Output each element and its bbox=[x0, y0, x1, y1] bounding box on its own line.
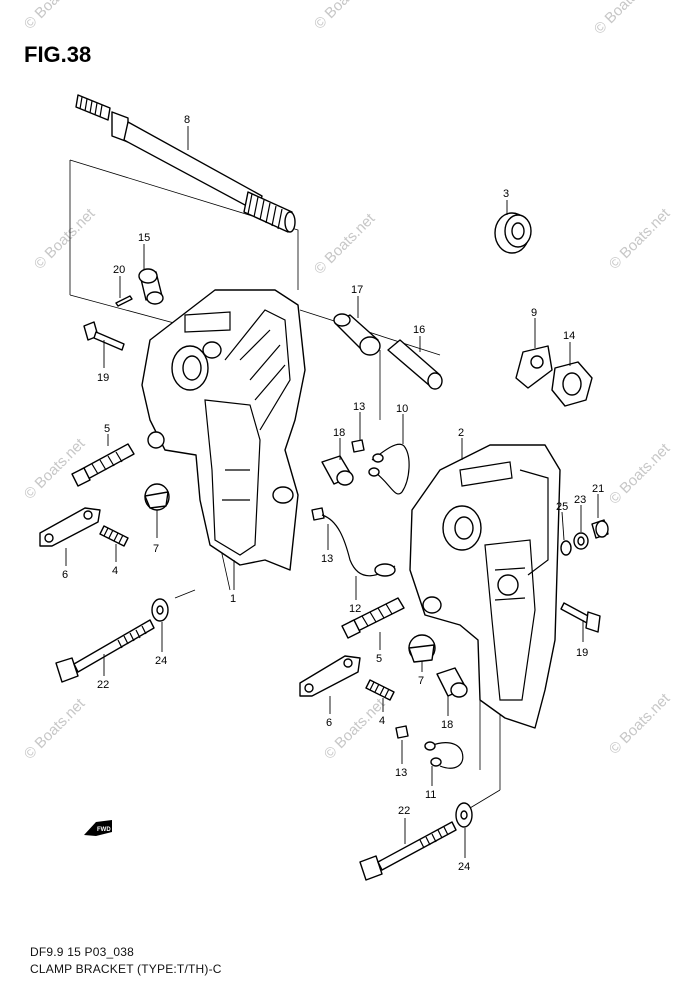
part-12-wire bbox=[321, 514, 396, 577]
watermark: © Boats.net bbox=[21, 695, 89, 763]
callout-6: 6 bbox=[62, 569, 68, 581]
part-8-shaft bbox=[75, 94, 296, 233]
part-7-knob-left bbox=[144, 483, 170, 511]
watermark: © Boats.net bbox=[606, 690, 674, 758]
callout-7: 7 bbox=[153, 543, 159, 555]
callout-13: 13 bbox=[353, 401, 365, 413]
callout-12: 12 bbox=[349, 603, 361, 615]
part-14-nut bbox=[551, 361, 593, 407]
callout-25: 25 bbox=[556, 501, 568, 513]
watermark: © Boats.net bbox=[21, 435, 89, 503]
callout-5: 5 bbox=[376, 653, 382, 665]
callout-11: 11 bbox=[425, 789, 436, 801]
diagram-code: DF9.9 15 P03_038 bbox=[30, 945, 134, 959]
part-13-screw bbox=[311, 439, 409, 739]
part-10-wire bbox=[368, 443, 410, 495]
part-4-spring-right bbox=[365, 679, 395, 701]
leader-lines bbox=[65, 126, 599, 858]
part-11-wire bbox=[424, 741, 464, 769]
part-21-bushing bbox=[591, 519, 609, 539]
callout-24: 24 bbox=[458, 861, 470, 873]
part-22-bolt-left bbox=[55, 619, 155, 683]
callout-labels: 8 3 15 20 17 16 9 14 19 13 10 18 2 5 25 … bbox=[62, 114, 604, 873]
callout-20: 20 bbox=[113, 264, 125, 276]
callout-18: 18 bbox=[333, 427, 345, 439]
watermark: © Boats.net bbox=[606, 205, 674, 273]
callout-22: 22 bbox=[398, 805, 410, 817]
part-24-washer-left bbox=[151, 598, 169, 622]
part-19-bolt-left bbox=[83, 321, 125, 351]
callout-3: 3 bbox=[503, 188, 509, 200]
part-6-lever-left bbox=[39, 507, 101, 547]
part-2-clamp-bracket-right bbox=[409, 444, 561, 729]
callout-6: 6 bbox=[326, 717, 332, 729]
part-17-sleeve bbox=[333, 313, 381, 356]
part-18-collar bbox=[321, 455, 468, 698]
watermark: © Boats.net bbox=[21, 0, 89, 33]
part-16-rod bbox=[387, 339, 443, 390]
part-7-knob-right bbox=[408, 634, 436, 663]
part-1-clamp-bracket-left bbox=[141, 289, 306, 571]
callout-10: 10 bbox=[396, 403, 408, 415]
callout-23: 23 bbox=[574, 494, 586, 506]
callout-7: 7 bbox=[418, 675, 424, 687]
callout-4: 4 bbox=[112, 565, 118, 577]
callout-19: 19 bbox=[97, 372, 109, 384]
callout-8: 8 bbox=[184, 114, 190, 126]
callout-16: 16 bbox=[413, 324, 425, 336]
callout-14: 14 bbox=[563, 330, 575, 342]
part-19-bolt-right bbox=[560, 602, 601, 633]
part-4-spring-left bbox=[99, 525, 129, 547]
watermark: © Boats.net bbox=[591, 0, 659, 38]
callout-24: 24 bbox=[155, 655, 167, 667]
part-24-washer-right bbox=[455, 802, 473, 828]
fwd-label: FWD bbox=[97, 827, 111, 833]
part-23-ring bbox=[573, 532, 589, 550]
part-5-adjust-rod-left bbox=[71, 443, 135, 487]
callout-22: 22 bbox=[97, 679, 109, 691]
part-15-bushing bbox=[138, 268, 164, 305]
part-6-lever-right bbox=[299, 655, 361, 697]
diagram-caption: CLAMP BRACKET (TYPE:T/TH)-C bbox=[30, 962, 222, 976]
part-20-pin bbox=[115, 295, 133, 307]
callout-19: 19 bbox=[576, 647, 588, 659]
watermark: © Boats.net bbox=[31, 205, 99, 273]
fwd-arrow-icon: FWD bbox=[84, 820, 112, 836]
callout-5: 5 bbox=[104, 423, 110, 435]
part-25-ring bbox=[560, 540, 572, 556]
callout-17: 17 bbox=[351, 284, 363, 296]
callout-13: 13 bbox=[395, 767, 407, 779]
watermark: © Boats.net bbox=[311, 210, 379, 278]
callout-13: 13 bbox=[321, 553, 333, 565]
callout-21: 21 bbox=[592, 483, 604, 495]
part-3-bearing bbox=[494, 212, 532, 254]
part-5-adjust-rod-right bbox=[341, 597, 405, 639]
callout-1: 1 bbox=[230, 593, 236, 605]
callout-4: 4 bbox=[379, 715, 385, 727]
callout-2: 2 bbox=[458, 427, 464, 439]
callout-9: 9 bbox=[531, 307, 537, 319]
watermark: © Boats.net bbox=[606, 440, 674, 508]
callout-15: 15 bbox=[138, 232, 150, 244]
watermark: © Boats.net bbox=[311, 0, 379, 33]
part-22-bolt-right bbox=[359, 821, 457, 881]
callout-18: 18 bbox=[441, 719, 453, 731]
figure-title: FIG.38 bbox=[24, 42, 92, 67]
part-9-plate bbox=[515, 345, 553, 389]
